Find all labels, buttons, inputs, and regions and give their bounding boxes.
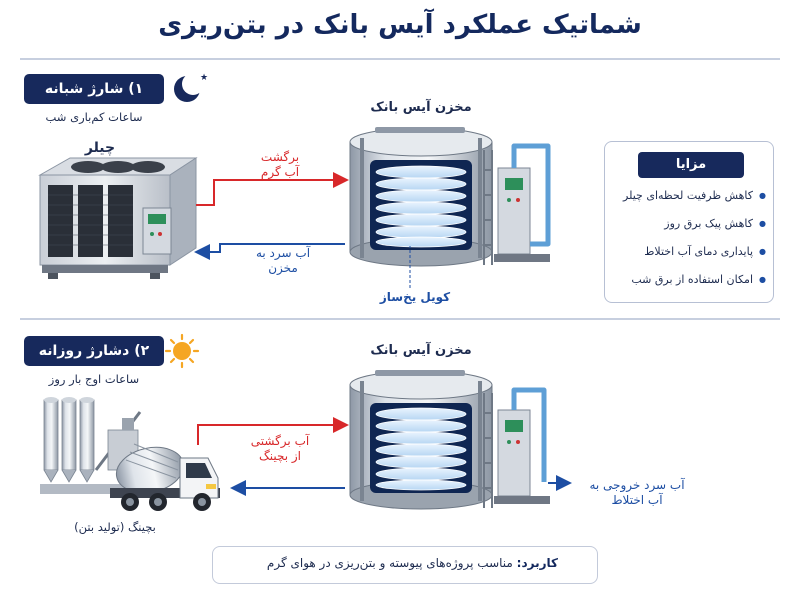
night-charge-badge: ۱) شارژ شبانه bbox=[24, 74, 164, 104]
sun-icon bbox=[164, 333, 200, 369]
warm-return-arrow bbox=[196, 172, 349, 206]
batching-return-arrow bbox=[197, 417, 349, 445]
page-title: شماتیک عملکرد آیس بانک در بتن‌ریزی bbox=[158, 10, 642, 40]
cold-supply-label-line2: مخزن bbox=[268, 261, 298, 275]
warm-return-label-line2: آب گرم bbox=[260, 165, 300, 179]
cold-supply-label-line1: آب سرد به bbox=[255, 246, 311, 260]
day-tank-label: مخزن آیس بانک bbox=[370, 343, 472, 358]
batching-plant-label: بچینگ (تولید بتن) bbox=[74, 520, 156, 534]
cold-outlet-label-line1: آب سرد خروجی به bbox=[589, 478, 685, 492]
chiller-illustration bbox=[38, 157, 198, 279]
day-discharge-badge: ۲) دشارژ روزانه bbox=[24, 336, 164, 366]
svg-text:★: ★ bbox=[200, 73, 208, 83]
title-divider bbox=[20, 58, 780, 60]
batching-return-label-line1: آب برگشتی bbox=[250, 434, 310, 448]
moon-icon: ★ bbox=[174, 73, 208, 102]
cold-supply-label: آب سرد به مخزن bbox=[238, 246, 328, 276]
mixer-truck-illustration bbox=[110, 443, 220, 511]
warm-return-label: برگشت آب گرم bbox=[240, 150, 320, 180]
night-subtitle: ساعات کم‌باری شب bbox=[45, 110, 143, 124]
ice-bank-tank-day bbox=[349, 370, 550, 510]
batching-return-label-line2: از بچینگ bbox=[258, 449, 301, 463]
application-bar bbox=[212, 546, 598, 584]
warm-return-label-line1: برگشت bbox=[260, 150, 300, 164]
benefit-item: پایداری دمای آب اختلاط bbox=[612, 244, 766, 260]
ice-bank-tank-night bbox=[349, 127, 551, 267]
batching-return-label: آب برگشتی از بچینگ bbox=[232, 434, 328, 464]
benefit-item: امکان استفاده از برق شب bbox=[612, 272, 766, 288]
day-subtitle: ساعات اوج بار روز bbox=[48, 372, 140, 386]
application-label: کاربرد: bbox=[516, 556, 558, 570]
coil-label: کویل یخ‌ساز bbox=[379, 290, 451, 304]
night-tank-label: مخزن آیس بانک bbox=[370, 100, 472, 115]
application-text: مناسب پروژه‌های پیوسته و بتن‌ریزی در هوا… bbox=[266, 556, 513, 570]
benefit-item: کاهش ظرفیت لحظه‌ای چیلر bbox=[612, 188, 766, 204]
chiller-label: چیلر bbox=[84, 140, 116, 156]
section-divider bbox=[20, 318, 780, 320]
cold-outlet-label: آب سرد خروجی به آب اختلاط bbox=[572, 478, 702, 508]
benefit-item: کاهش پیک برق روز bbox=[612, 216, 766, 232]
cold-outlet-label-line2: آب اختلاط bbox=[611, 493, 663, 507]
batching-plant-illustration bbox=[40, 397, 150, 494]
benefits-title: مزایا bbox=[638, 152, 744, 178]
application-note: کاربرد: مناسب پروژه‌های پیوسته و بتن‌ریز… bbox=[248, 556, 558, 570]
cold-supply-arrow bbox=[194, 243, 345, 260]
